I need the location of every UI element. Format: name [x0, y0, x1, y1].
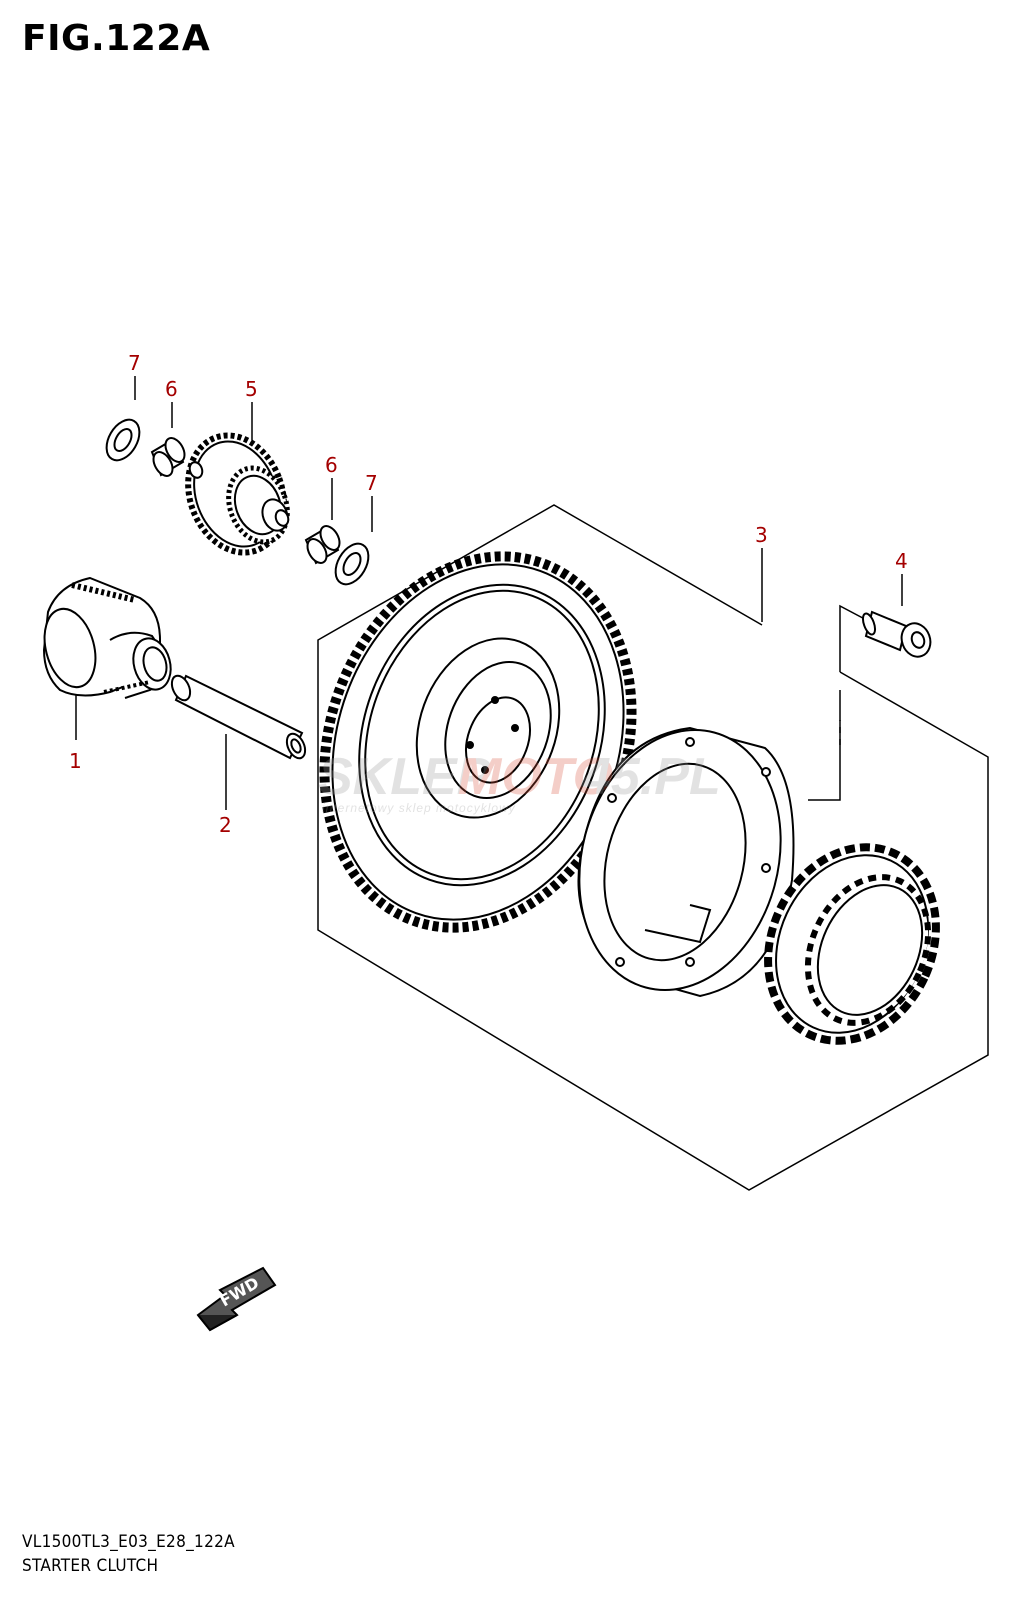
figure-caption: STARTER CLUTCH — [22, 1556, 159, 1576]
bushing-6b — [304, 525, 341, 565]
callout-4: 4 — [895, 549, 908, 573]
shaft-2 — [170, 674, 307, 760]
callout-6b: 6 — [325, 453, 338, 477]
bolt-4 — [861, 610, 932, 658]
callout-numbers: 7 6 5 6 7 3 4 1 2 — [69, 351, 908, 837]
clutch-hub-ring — [577, 726, 795, 998]
washer-7b — [334, 542, 370, 586]
fwd-arrow-icon: FWD — [196, 1266, 277, 1332]
starter-clutch-gear — [319, 551, 637, 933]
callout-7a: 7 — [128, 351, 141, 375]
watermark-brand-1: SKLEP — [318, 748, 492, 806]
callout-3: 3 — [755, 523, 768, 547]
figure-code: VL1500TL3_E03_E28_122A — [22, 1532, 235, 1552]
watermark-brand-3: 45.PL — [581, 748, 721, 806]
callout-1: 1 — [69, 749, 82, 773]
callout-2: 2 — [219, 813, 232, 837]
callout-6a: 6 — [165, 377, 178, 401]
washer-7a — [105, 418, 141, 462]
gear-1 — [42, 576, 172, 699]
callout-7b: 7 — [365, 471, 378, 495]
one-way-clutch — [764, 843, 940, 1045]
callout-5: 5 — [245, 377, 258, 401]
callout-labels — [75, 376, 903, 810]
bushing-6a — [150, 437, 186, 477]
watermark-brand-2: MOTO — [458, 748, 613, 806]
figure-title: FIG.122A — [22, 18, 211, 59]
idler-gear-5 — [185, 432, 290, 556]
watermark-tagline: internetowy sklep motocyklowy — [322, 801, 516, 815]
watermark: SKLEP MOTO 45.PL internetowy sklep motoc… — [318, 748, 721, 815]
